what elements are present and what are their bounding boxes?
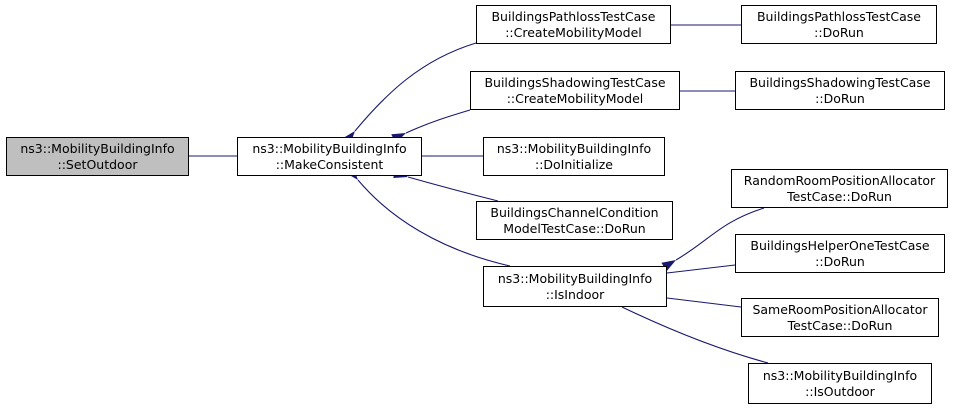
node-pathloss-create-line2: ::CreateMobilityModel	[505, 24, 642, 40]
node-helper-one-line2: ::DoRun	[815, 253, 865, 269]
node-shadowing-dorun-line2: ::DoRun	[815, 90, 865, 106]
node-pathloss-create-mobility-model[interactable]: BuildingsPathlossTestCase ::CreateMobili…	[476, 5, 671, 44]
node-same-room-line2: TestCase::DoRun	[787, 317, 893, 333]
node-shadowing-create-line1: BuildingsShadowingTestCase	[484, 74, 666, 90]
node-do-initialize-line1: ns3::MobilityBuildingInfo	[496, 140, 652, 156]
node-pathloss-dorun-line1: BuildingsPathlossTestCase	[756, 8, 922, 24]
node-do-initialize[interactable]: ns3::MobilityBuildingInfo ::DoInitialize	[483, 137, 665, 176]
node-shadowing-dorun-line1: BuildingsShadowingTestCase	[749, 74, 931, 90]
node-is-indoor-line2: ::IsIndoor	[545, 286, 605, 302]
node-random-room-line2: TestCase::DoRun	[787, 188, 892, 204]
node-channel-condition-dorun[interactable]: BuildingsChannelCondition ModelTestCase:…	[476, 201, 673, 240]
node-make-consistent[interactable]: ns3::MobilityBuildingInfo ::MakeConsiste…	[237, 137, 422, 176]
node-pathloss-create-line1: BuildingsPathlossTestCase	[491, 8, 656, 24]
node-channel-condition-line1: BuildingsChannelCondition	[490, 204, 659, 220]
node-set-outdoor-line1: ns3::MobilityBuildingInfo	[20, 140, 175, 156]
node-random-room-dorun[interactable]: RandomRoomPositionAllocator TestCase::Do…	[731, 169, 948, 208]
edge-helper-one-to-is-indoor	[652, 264, 736, 280]
node-shadowing-dorun[interactable]: BuildingsShadowingTestCase ::DoRun	[735, 71, 945, 110]
edge-shadowing-create-to-make-consistent	[391, 109, 471, 144]
edge-same-room-to-is-indoor	[652, 291, 742, 308]
node-pathloss-dorun[interactable]: BuildingsPathlossTestCase ::DoRun	[741, 5, 937, 44]
edge-random-room-to-is-indoor	[661, 207, 765, 272]
node-channel-condition-line2: ModelTestCase::DoRun	[503, 220, 646, 236]
node-shadowing-create-line2: ::CreateMobilityModel	[506, 90, 644, 106]
node-is-outdoor-line2: ::IsOutdoor	[805, 383, 875, 399]
node-is-indoor-line1: ns3::MobilityBuildingInfo	[497, 270, 653, 286]
node-set-outdoor-line2: ::SetOutdoor	[57, 156, 138, 172]
node-make-consistent-line1: ns3::MobilityBuildingInfo	[252, 140, 407, 156]
node-do-initialize-line2: ::DoInitialize	[534, 156, 613, 172]
node-same-room-dorun[interactable]: SameRoomPositionAllocator TestCase::DoRu…	[741, 298, 939, 337]
edge-is-indoor-to-make-consistent	[345, 166, 511, 267]
edge-pathloss-create-to-make-consistent	[342, 42, 477, 145]
edge-channel-condition-to-make-consistent	[393, 168, 499, 202]
node-helper-one-line1: BuildingsHelperOneTestCase	[750, 237, 930, 253]
node-is-outdoor-line1: ns3::MobilityBuildingInfo	[762, 367, 918, 383]
node-is-indoor[interactable]: ns3::MobilityBuildingInfo ::IsIndoor	[483, 266, 667, 307]
node-helper-one-dorun[interactable]: BuildingsHelperOneTestCase ::DoRun	[735, 234, 945, 273]
node-is-outdoor[interactable]: ns3::MobilityBuildingInfo ::IsOutdoor	[748, 363, 932, 404]
node-random-room-line1: RandomRoomPositionAllocator	[743, 172, 936, 188]
edge-is-outdoor-to-is-indoor	[607, 296, 769, 364]
node-shadowing-create-mobility-model[interactable]: BuildingsShadowingTestCase ::CreateMobil…	[470, 71, 680, 110]
node-same-room-line1: SameRoomPositionAllocator	[752, 301, 928, 317]
node-make-consistent-line2: ::MakeConsistent	[275, 156, 384, 172]
node-set-outdoor: ns3::MobilityBuildingInfo ::SetOutdoor	[6, 137, 189, 176]
node-pathloss-dorun-line2: ::DoRun	[814, 24, 864, 40]
